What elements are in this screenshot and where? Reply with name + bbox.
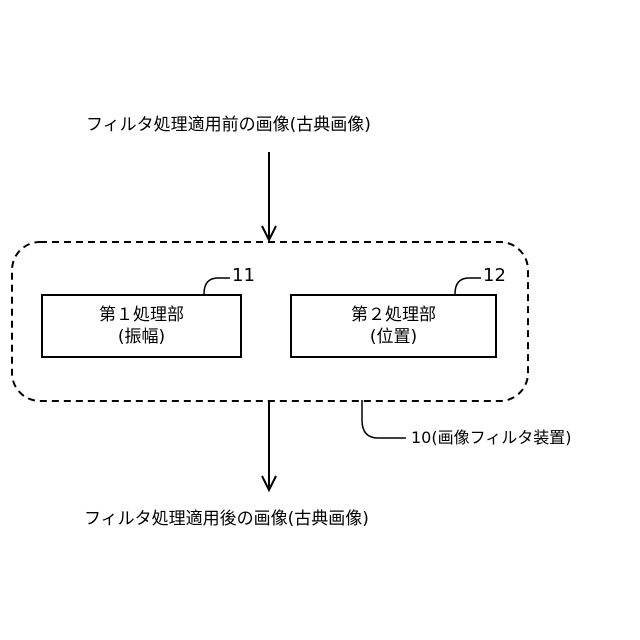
device-label: 10(画像フィルタ装置) <box>411 428 572 448</box>
second-processing-unit: 第２処理部 (位置) <box>290 294 497 358</box>
unit-2-ref: 12 <box>483 266 506 286</box>
first-processing-unit: 第１処理部 (振幅) <box>41 294 242 358</box>
unit-2-sub: (位置) <box>370 326 417 348</box>
leader-line-11 <box>204 278 230 294</box>
leader-line-10 <box>362 400 406 438</box>
input-image-label: フィルタ処理適用前の画像(古典画像) <box>86 115 371 135</box>
unit-1-sub: (振幅) <box>118 326 165 348</box>
unit-1-name: 第１処理部 <box>99 304 184 326</box>
unit-1-ref: 11 <box>232 266 255 286</box>
unit-2-name: 第２処理部 <box>351 304 436 326</box>
output-image-label: フィルタ処理適用後の画像(古典画像) <box>84 509 369 529</box>
leader-line-12 <box>455 278 481 294</box>
